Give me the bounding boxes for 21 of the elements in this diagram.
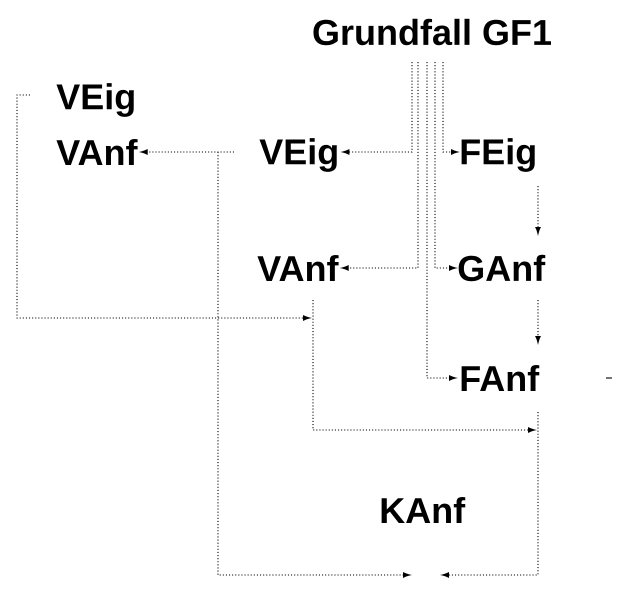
arrow [16, 94, 310, 321]
arrow [442, 412, 539, 578]
arrow [342, 62, 413, 155]
label-text: VEig [56, 83, 134, 117]
label-text: KAnf [382, 496, 466, 524]
arrow [312, 300, 536, 433]
label-text: GAnf [458, 254, 546, 282]
label-text: VAnf [56, 138, 138, 166]
label-text: FAnf [462, 364, 540, 392]
arrow [535, 186, 541, 234]
arrow [342, 62, 419, 271]
arrow [535, 300, 541, 344]
label-text: VEig [259, 138, 337, 172]
title-text: Grundfall GF1 [313, 18, 551, 46]
label-text: FEig [462, 138, 535, 172]
label-text: VAnf [257, 254, 339, 282]
arrow [434, 62, 456, 271]
arrow [217, 152, 410, 578]
arrow [442, 62, 458, 155]
arrow [426, 62, 456, 381]
arrow [140, 149, 234, 155]
